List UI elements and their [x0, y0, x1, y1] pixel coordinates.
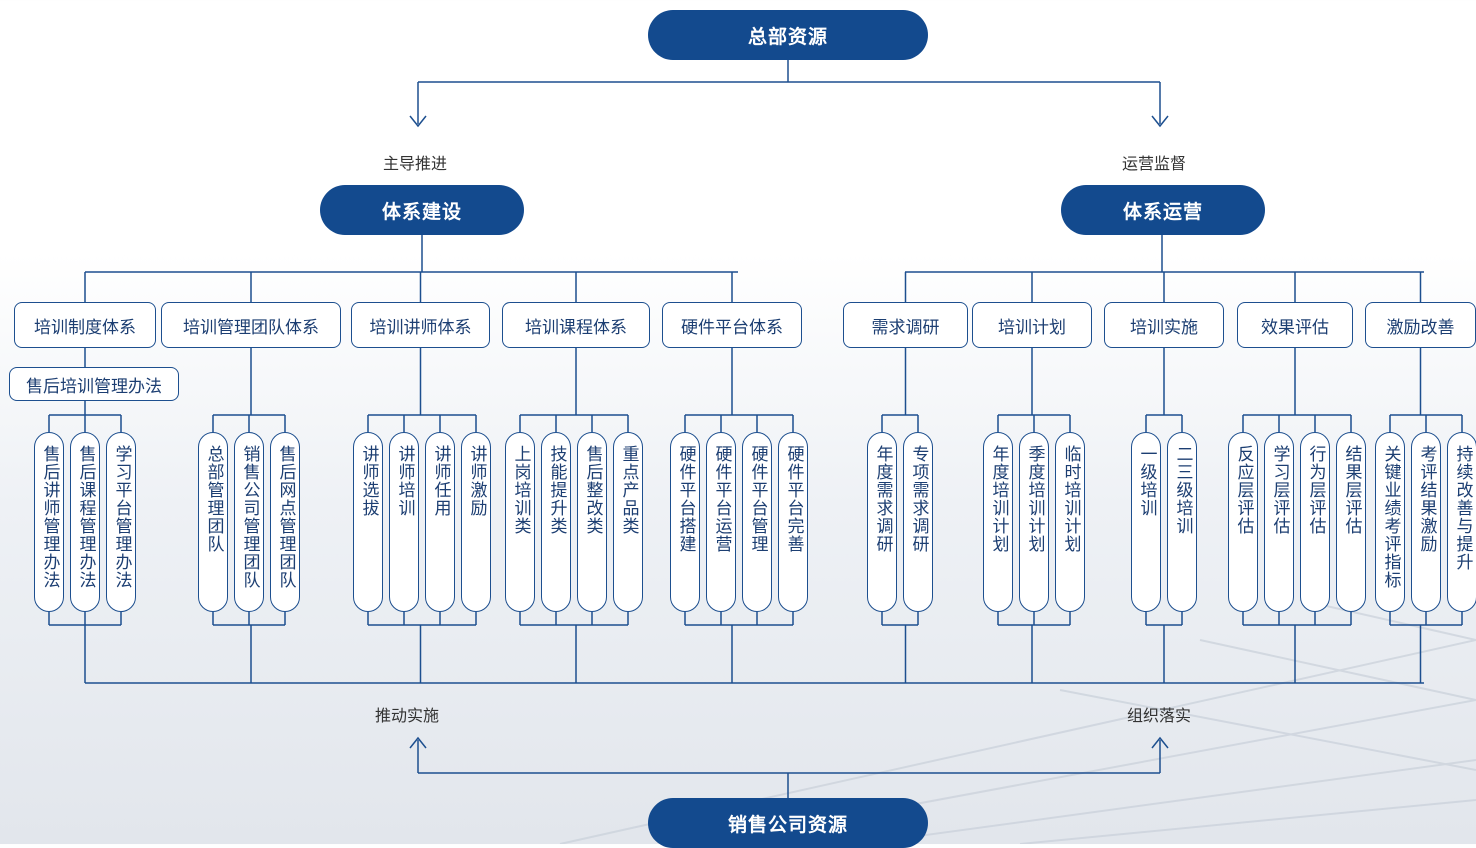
item-box-8-1: 学习层评估	[1264, 432, 1294, 612]
category-box-4: 硬件平台体系	[662, 302, 802, 348]
item-box-4-3: 硬件平台完善	[778, 432, 808, 612]
item-box-2-2: 讲师任用	[425, 432, 455, 612]
system-build-pill: 体系建设	[320, 185, 524, 235]
item-box-3-3: 重点产品类	[613, 432, 643, 612]
right-bottom-label: 组织落实	[1127, 706, 1192, 725]
item-box-8-2: 行为层评估	[1300, 432, 1330, 612]
item-box-3-2: 售后整改类	[577, 432, 607, 612]
category-box-3: 培训课程体系	[502, 302, 650, 348]
item-box-2-1: 讲师培训	[389, 432, 419, 612]
item-box-6-0: 年度培训计划	[983, 432, 1013, 612]
category-box-0: 培训制度体系	[14, 302, 156, 348]
item-box-9-2: 持续改善与提升	[1447, 432, 1476, 612]
item-box-3-1: 技能提升类	[541, 432, 571, 612]
item-box-5-0: 年度需求调研	[867, 432, 897, 612]
item-box-2-3: 讲师激励	[461, 432, 491, 612]
item-box-0-1: 售后课程管理办法	[70, 432, 100, 612]
category-box-7: 培训实施	[1104, 302, 1224, 348]
item-box-4-1: 硬件平台运营	[706, 432, 736, 612]
item-box-0-0: 售后讲师管理办法	[34, 432, 64, 612]
category-box-2: 培训讲师体系	[351, 302, 490, 348]
item-box-4-2: 硬件平台管理	[742, 432, 772, 612]
item-box-4-0: 硬件平台搭建	[670, 432, 700, 612]
item-box-7-1: 二三级培训	[1167, 432, 1197, 612]
item-box-7-0: 一级培训	[1131, 432, 1161, 612]
system-operate-pill: 体系运营	[1061, 185, 1265, 235]
category-box-6: 培训计划	[972, 302, 1092, 348]
left-bottom-label: 推动实施	[375, 706, 440, 725]
category-box-9: 激励改善	[1365, 302, 1476, 348]
item-box-6-2: 临时培训计划	[1055, 432, 1085, 612]
category-box-5: 需求调研	[843, 302, 968, 348]
item-box-1-0: 总部管理团队	[198, 432, 228, 612]
item-box-2-0: 讲师选拔	[353, 432, 383, 612]
left-top-label: 主导推进	[383, 154, 448, 173]
item-box-5-1: 专项需求调研	[903, 432, 933, 612]
right-top-label: 运营监督	[1122, 154, 1187, 173]
category-box-8: 效果评估	[1237, 302, 1353, 348]
item-box-0-2: 学习平台管理办法	[106, 432, 136, 612]
category-box-1: 培训管理团队体系	[161, 302, 341, 348]
item-box-6-1: 季度培训计划	[1019, 432, 1049, 612]
item-box-9-1: 考评结果激励	[1411, 432, 1441, 612]
category-sub-box: 售后培训管理办法	[9, 367, 179, 401]
item-box-8-0: 反应层评估	[1228, 432, 1258, 612]
top-resource-pill: 总部资源	[648, 10, 928, 60]
item-box-1-2: 售后网点管理团队	[270, 432, 300, 612]
bottom-resource-pill: 销售公司资源	[648, 798, 928, 848]
item-box-3-0: 上岗培训类	[505, 432, 535, 612]
item-box-9-0: 关键业绩考评指标	[1375, 432, 1405, 612]
item-box-1-1: 销售公司管理团队	[234, 432, 264, 612]
item-box-8-3: 结果层评估	[1336, 432, 1366, 612]
